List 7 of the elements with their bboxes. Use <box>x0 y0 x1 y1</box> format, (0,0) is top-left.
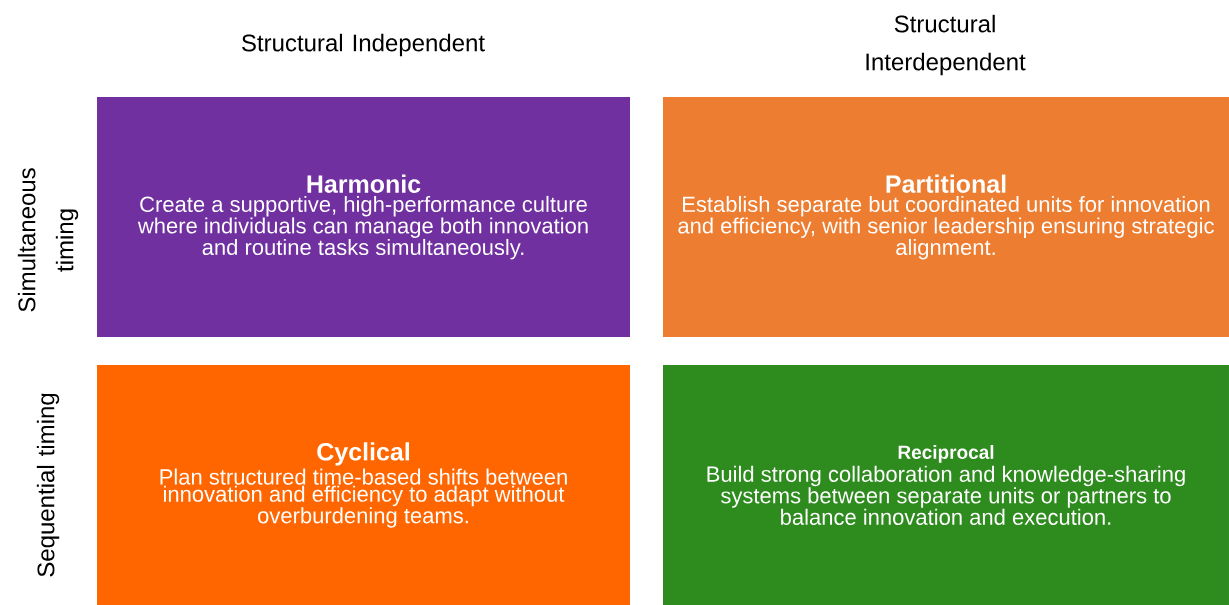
strategy-box: Partitional Establish separate but coordinated units for innovation and efficiency, with senior leadership ensuring strategic alignment. <box>663 97 1229 337</box>
strategy-box: Reciprocal Build strong collaboration and knowledge-sharing systems between separate units or partners to balance innovation and execution. <box>663 365 1229 605</box>
row-heading: Simultaneous timing <box>17 168 79 312</box>
column-heading: Structural Independent <box>242 33 485 57</box>
row-heading: Sequential timing <box>36 393 60 577</box>
strategy-box: Harmonic Create a supportive, high-performance culture where individuals can manage both innovation and routine tasks simultaneously. <box>97 97 630 337</box>
strategy-box: Cyclical Plan structured time-based shifts between innovation and efficiency to adapt without overburdening teams. <box>97 365 630 605</box>
